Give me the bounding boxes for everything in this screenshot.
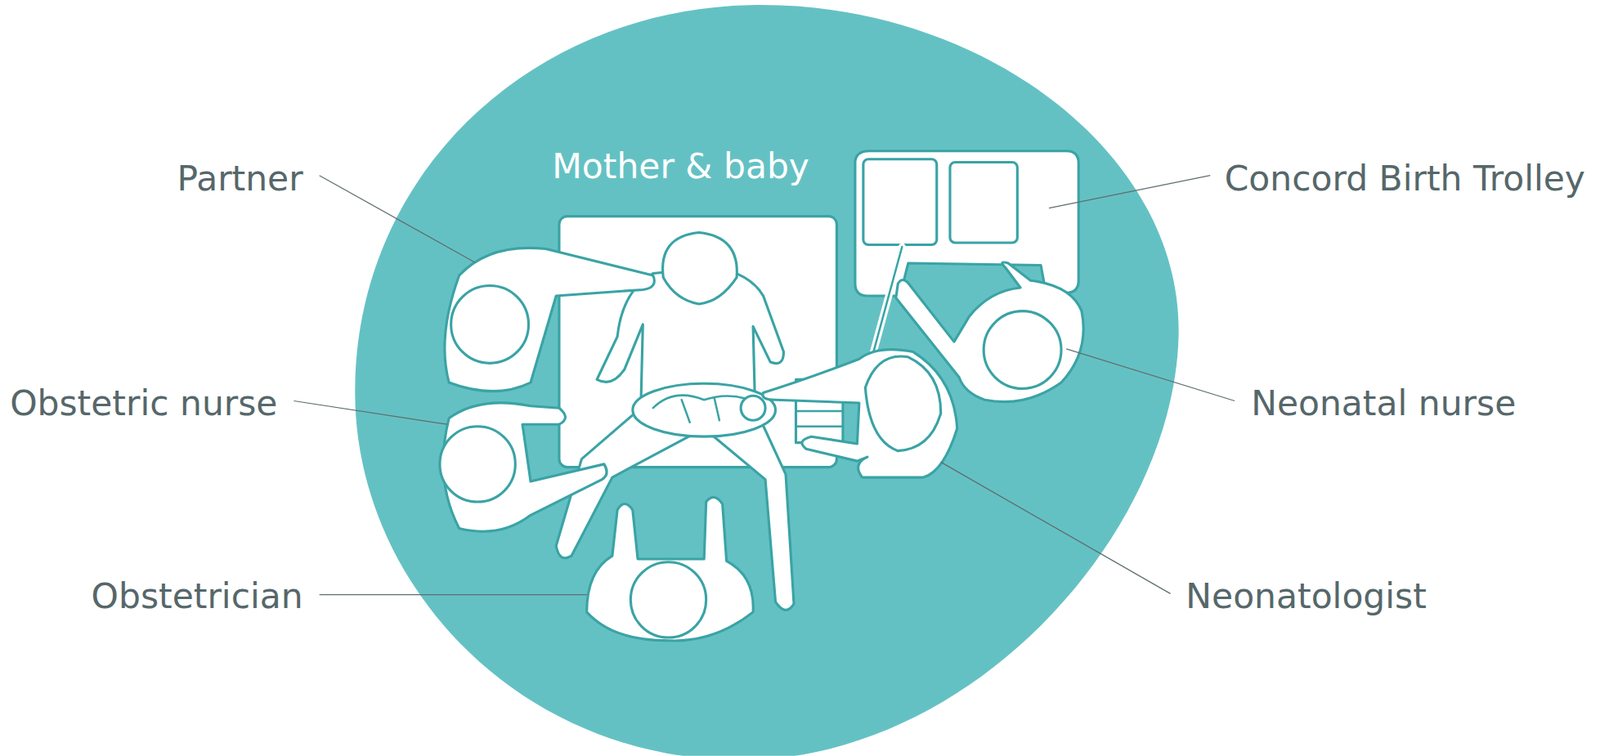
room-blob [354,4,1179,756]
leader-line [1066,349,1235,402]
area-label: Mother & baby [551,144,810,188]
leader-line [293,400,447,425]
obstetric-nurse-figure [439,403,607,532]
leader-line [1048,175,1211,209]
callout-label: Partner [176,156,303,200]
neonatologist-figure [762,349,958,478]
callout-label: Neonatal nurse [1250,381,1516,425]
neonatal-nurse-figure [896,262,1084,403]
leader-line [941,461,1171,594]
callout-label: Obstetric nurse [9,381,278,425]
callout-label: Obstetrician [91,574,304,618]
callout-label: Concord Birth Trolley [1224,156,1586,200]
callout-label: Neonatologist [1185,574,1427,618]
leader-line [319,175,476,263]
baby-figure [632,383,776,437]
partner-figure [444,247,655,391]
obstetrician-figure [587,497,754,641]
leader-line [319,594,588,596]
